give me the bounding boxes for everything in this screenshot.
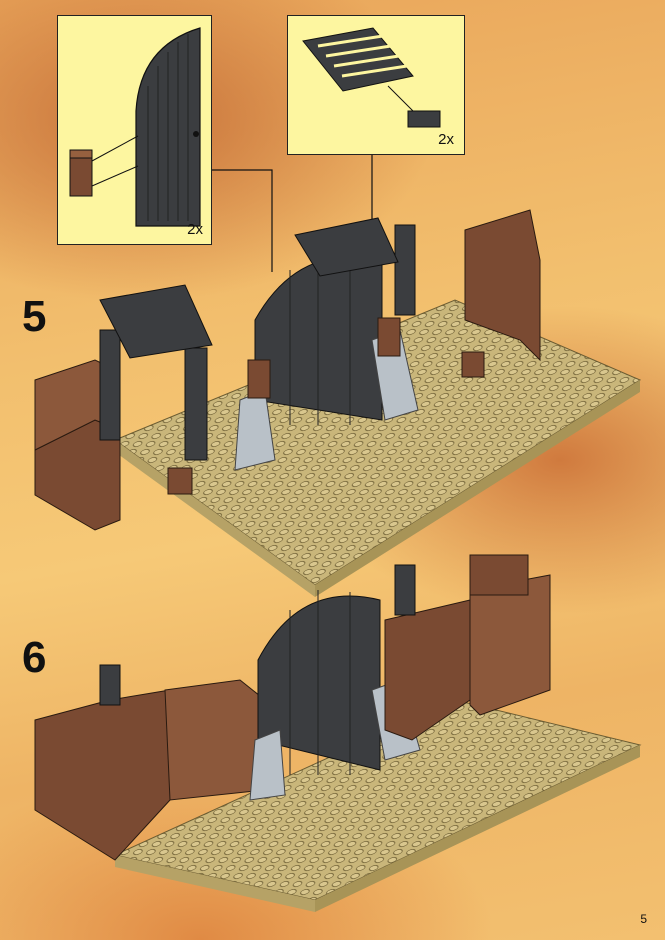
callout-pointer-line <box>212 170 272 272</box>
page-number: 5 <box>640 912 647 926</box>
step-6-model <box>35 555 640 912</box>
step-5-model <box>35 210 640 597</box>
